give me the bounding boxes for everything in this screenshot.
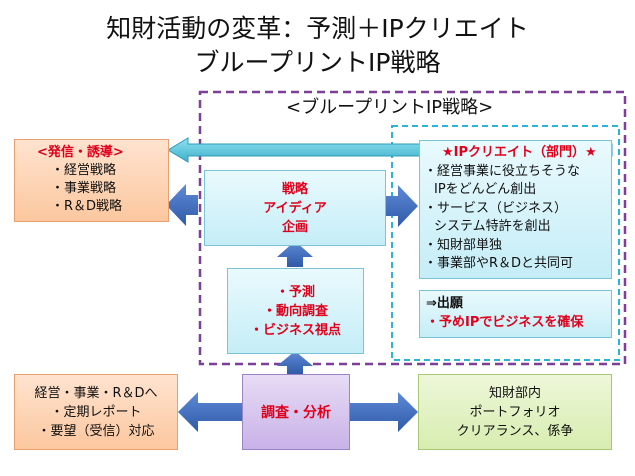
- portfolio-box: 知財部内 ポートフォリオ クリアランス、係争: [418, 374, 612, 450]
- ip-create-item: ・知財部単独: [424, 237, 503, 253]
- forecast-line: ・ビジネス視点: [249, 322, 341, 338]
- ip-create-item: ・サービス（ビジネス）: [424, 200, 568, 216]
- arrow-analysis-to-left: [178, 392, 242, 432]
- strategy-line: 企画: [281, 219, 308, 235]
- analysis-box: 調査・分析: [242, 374, 350, 450]
- portfolio-line: 知財部内: [488, 385, 541, 401]
- title-line-1: 知財活動の変革：予測＋IPクリエイト: [106, 14, 529, 43]
- forecast-box: ・予測 ・動向調査 ・ビジネス視点: [227, 268, 364, 354]
- title-line-2: ブループリントIP戦略: [194, 48, 441, 77]
- outreach-item: ・R＆D戦略: [51, 199, 123, 214]
- filing-item: ・予めIPでビジネスを確保: [426, 315, 584, 330]
- outreach-box: <発信・誘導> ・経営戦略 ・事業戦略 ・R＆D戦略: [14, 139, 169, 222]
- filing-box: ⇒出願 ・予めIPでビジネスを確保: [419, 290, 612, 338]
- strategy-line: 戦略: [281, 181, 308, 197]
- outreach-item: ・経営戦略: [51, 163, 117, 178]
- portfolio-line: ポートフォリオ: [469, 404, 561, 420]
- ip-create-heading: ★IPクリエイト（部門）★: [442, 145, 597, 160]
- ip-create-item: IPをどんどん創出: [434, 182, 537, 197]
- strategy-line: アイディア: [263, 200, 327, 216]
- ip-create-item: ・事業部やR＆Dと共同可: [424, 256, 574, 271]
- ip-create-item: システム特許を創出: [434, 219, 551, 234]
- blueprint-frame: [198, 90, 627, 366]
- ip-create-box: ★IPクリエイト（部門）★ ・経営事業に役立ちそうな IPをどんどん創出 ・サー…: [419, 140, 612, 279]
- blueprint-frame-label: <ブループリントIP戦略>: [286, 97, 494, 118]
- filing-heading: ⇒出願: [426, 296, 463, 311]
- report-line: ・定期レポート: [50, 404, 142, 420]
- report-line: 経営・事業・R＆Dへ: [34, 385, 158, 401]
- arrow-forecast-to-strategy: [277, 241, 313, 267]
- arrow-analysis-to-forecast: [277, 351, 313, 374]
- outreach-heading: <発信・誘導>: [37, 145, 124, 160]
- strategy-box: 戦略 アイディア 企画: [204, 170, 386, 246]
- portfolio-line: クリアランス、係争: [456, 423, 574, 439]
- arrow-analysis-to-right: [350, 392, 418, 432]
- forecast-line: ・動向調査: [262, 303, 328, 319]
- forecast-line: ・予測: [275, 284, 315, 300]
- report-line: ・要望（受信）対応: [37, 423, 155, 439]
- arrow-strategy-to-outreach: [166, 184, 198, 226]
- ip-create-frame: [391, 125, 620, 361]
- analysis-label: 調査・分析: [261, 405, 331, 421]
- report-box: 経営・事業・R＆Dへ ・定期レポート ・要望（受信）対応: [14, 374, 178, 450]
- ip-create-item: ・経営事業に役立ちそうな: [424, 163, 581, 179]
- arrow-strategy-to-ip-create: [386, 185, 418, 227]
- outreach-item: ・事業戦略: [51, 181, 117, 196]
